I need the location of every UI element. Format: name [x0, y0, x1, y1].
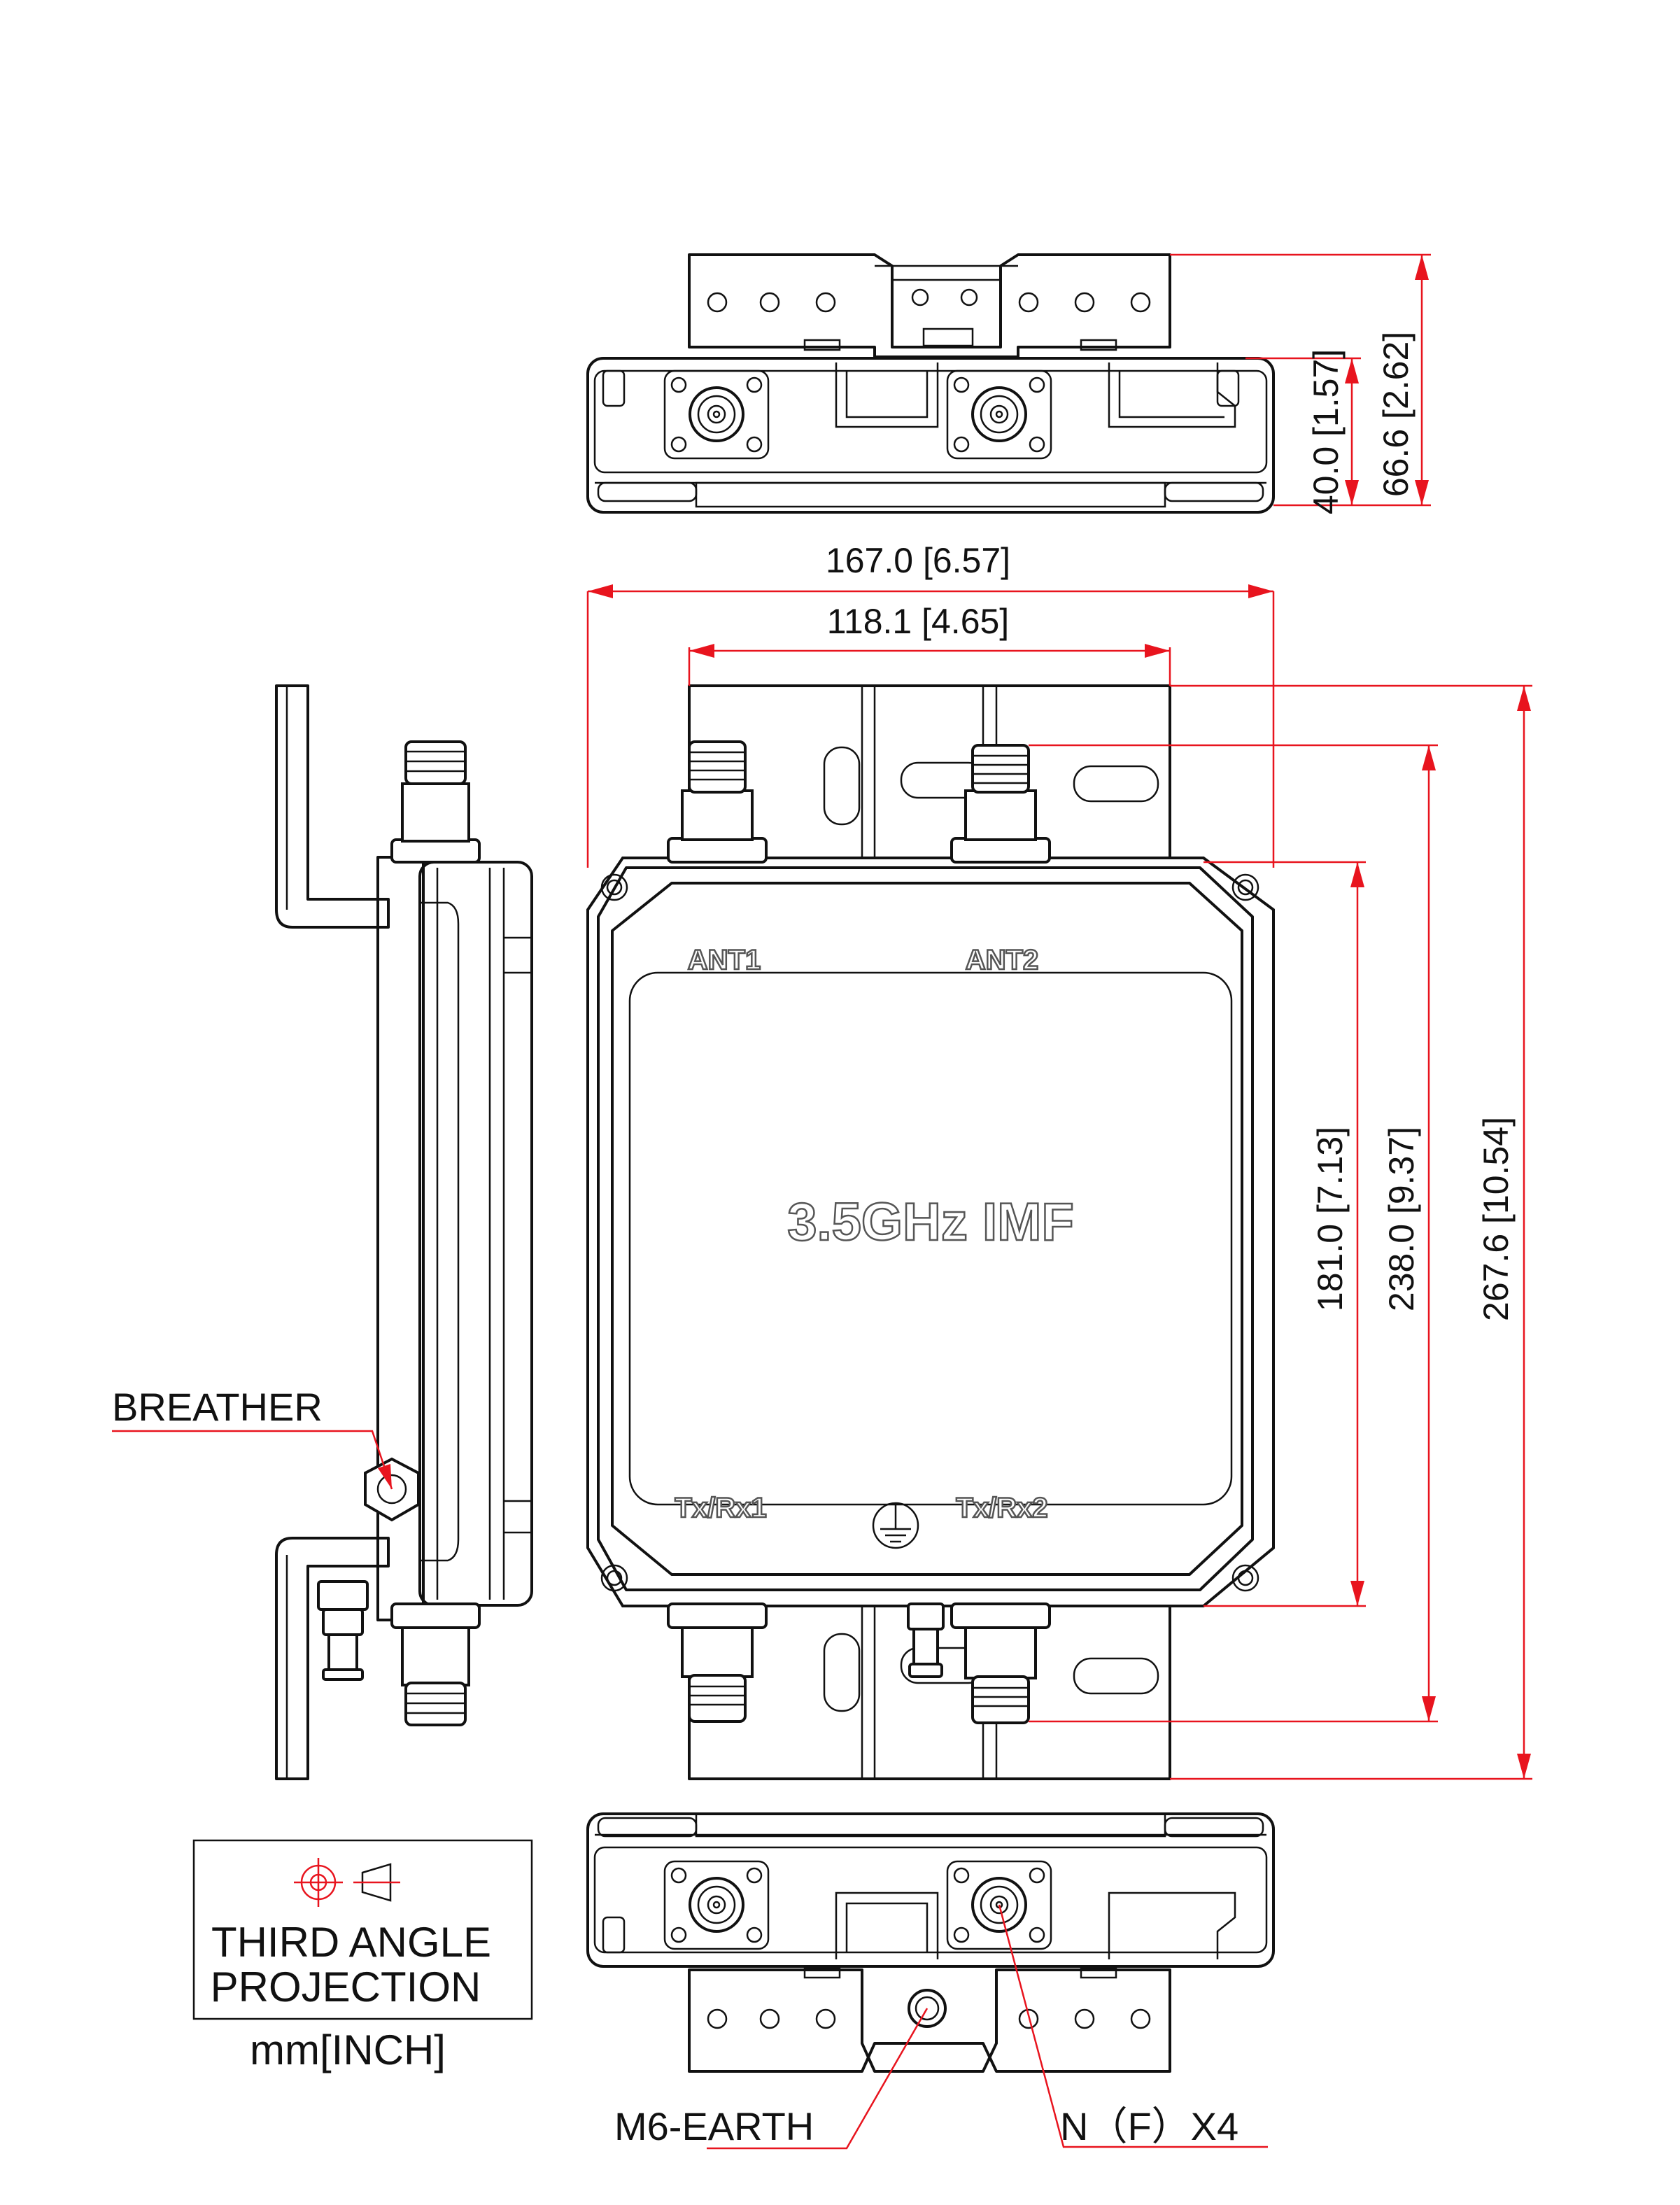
label-connectors: N（F）X4: [1060, 2104, 1238, 2148]
legend-units: mm[INCH]: [250, 2027, 446, 2073]
side-connector-top: [390, 740, 481, 864]
dim-overall-height: 267.6 [10.54]: [1476, 1117, 1516, 1321]
front-connector-ant2: [950, 744, 1051, 864]
dim-body-height: 181.0 [7.13]: [1311, 1127, 1350, 1311]
label-ant1: ANT1: [688, 945, 761, 975]
legend-line-2: PROJECTION: [211, 1964, 481, 2010]
projection-legend: THIRD ANGLE PROJECTION mm[INCH]: [192, 1839, 533, 2073]
bottom-connector-2: [946, 1860, 1052, 1950]
front-connector-txrx2: [950, 1602, 1051, 1724]
front-earth-stud: [907, 1602, 945, 1678]
top-connector-1: [663, 369, 770, 460]
bottom-view: [112, 1430, 1275, 2150]
third-angle-projection-icon: [294, 1858, 400, 1907]
earth-symbol-icon: [872, 1502, 919, 1549]
side-connector-bottom: [390, 1602, 481, 1726]
top-connector-2: [946, 369, 1052, 460]
label-earth: M6-EARTH: [614, 2104, 814, 2148]
label-ant2: ANT2: [966, 945, 1038, 975]
legend-line-1: THIRD ANGLE: [211, 1919, 491, 1966]
bottom-connector-1: [663, 1860, 770, 1950]
dim-bracket-width: 118.1 [4.65]: [827, 602, 1009, 641]
front-connector-ant1: [667, 740, 768, 864]
breather-hex-icon: [364, 1457, 420, 1522]
dim-top-height-outer: 66.6 [2.62]: [1376, 332, 1416, 497]
bottom-earth-stud: [908, 1989, 947, 2028]
dim-overall-width: 167.0 [6.57]: [826, 541, 1010, 580]
label-product: 3.5GHz IMF: [787, 1192, 1074, 1252]
side-view: [275, 684, 533, 1780]
label-txrx2: Tx/Rx2: [956, 1493, 1047, 1523]
label-breather: BREATHER: [112, 1385, 323, 1429]
label-txrx1: Tx/Rx1: [675, 1493, 766, 1523]
dim-top-height-inner: 40.0 [1.57]: [1306, 349, 1346, 514]
front-view: ANT1 ANT2 3.5GHz IMF Tx/Rx1 Tx/Rx2 167.0…: [586, 541, 1532, 1780]
corner-bolts: [600, 873, 1259, 1592]
side-earth-stud: [317, 1580, 369, 1681]
dim-connector-span: 238.0 [9.37]: [1382, 1127, 1421, 1311]
front-connector-txrx1: [667, 1602, 768, 1723]
top-view: 40.0 [1.57] 66.6 [2.62]: [586, 253, 1431, 514]
